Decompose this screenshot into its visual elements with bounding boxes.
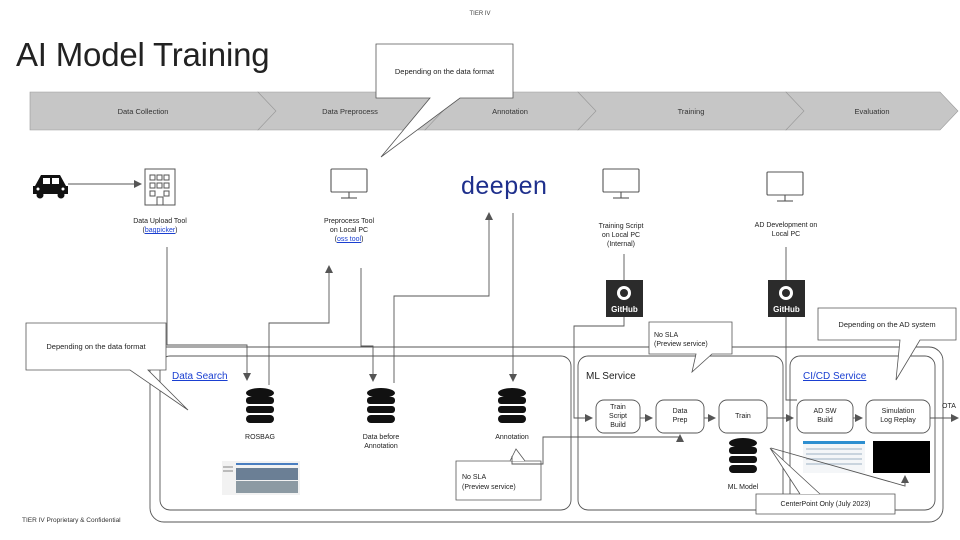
- deepen-logo: deepen: [461, 172, 548, 200]
- data-upload-tool-label: Data Upload Tool: [133, 218, 187, 225]
- callout-no-sla-ml-line2: (Preview service): [654, 341, 708, 348]
- ad-dev-label: AD Development on: [754, 222, 818, 229]
- stage-label-data-preprocess: Data Preprocess: [322, 107, 378, 116]
- training-script-internal: (Internal): [606, 241, 635, 248]
- data-search-container: [159, 355, 572, 511]
- callout-no-sla-ann-line2: (Preview service): [462, 484, 516, 491]
- callout-no-sla-ml-shape: [648, 321, 733, 374]
- callout-top-shape: [375, 43, 514, 158]
- box-train: [718, 399, 768, 434]
- callout-right-shape: [817, 307, 957, 381]
- stage-chevron-evaluation: [785, 91, 959, 131]
- github-icon-training: [606, 280, 643, 317]
- box-train-label: Train: [735, 413, 751, 420]
- before-annotation-label: Data before: [362, 434, 400, 441]
- monitor-icon-preprocess: [330, 168, 368, 199]
- ml-service-title: ML Service: [586, 371, 636, 382]
- github-icon-ad-dev: [768, 280, 805, 317]
- callout-left-text: Depending on the data format: [46, 342, 146, 351]
- cicd-service-link[interactable]: CI/CD Service: [803, 371, 867, 382]
- monitor-icon-ad-dev: [766, 171, 804, 202]
- callout-centerpoint-text: CenterPoint Only (July 2023): [780, 501, 871, 508]
- monitor-icon-training: [602, 168, 640, 199]
- callout-right-text: Depending on the AD system: [838, 320, 936, 329]
- ml-model-label: ML Model: [727, 484, 759, 491]
- data-search-link[interactable]: Data Search: [172, 371, 228, 382]
- box-ad-sw-line1: AD SW: [813, 408, 837, 415]
- callout-top-text: Depending on the data format: [394, 67, 495, 76]
- preprocess-tool-label: Preprocess Tool: [323, 218, 375, 225]
- github-label-ad-dev: GitHub: [773, 305, 800, 314]
- callout-centerpoint-shape: [755, 493, 896, 515]
- data-upload-tool-link-wrap: (bagpicker): [142, 227, 178, 234]
- box-simulation-line2: Log Replay: [880, 417, 916, 424]
- annotation-db-label: Annotation: [495, 434, 529, 441]
- rosbag-label: ROSBAG: [245, 434, 275, 441]
- ota-label: OTA: [942, 403, 956, 410]
- training-script-label: Training Script: [598, 223, 644, 230]
- oss-tool-link[interactable]: oss tool: [336, 236, 362, 243]
- database-icon-annotation: [498, 388, 526, 423]
- stage-label-evaluation: Evaluation: [854, 107, 890, 116]
- database-icon-before-annotation: [367, 388, 395, 423]
- stage-label-data-collection: Data Collection: [117, 107, 169, 116]
- box-ad-sw-build: [796, 399, 854, 434]
- box-simulation: [865, 399, 931, 434]
- github-label-training: GitHub: [611, 305, 638, 314]
- building-icon: [144, 168, 176, 206]
- before-annotation-sub: Annotation: [364, 443, 398, 450]
- bagpicker-link[interactable]: bagpicker: [144, 227, 176, 234]
- box-ad-sw-line2: Build: [817, 417, 833, 424]
- box-data-prep-line2: Prep: [672, 417, 688, 424]
- ml-service-container: [577, 355, 784, 511]
- database-icon-ml-model: [729, 438, 757, 473]
- car-icon: [33, 175, 68, 199]
- cicd-dashboard-thumbnail: [803, 441, 865, 473]
- preprocess-tool-link-wrap: (oss tool): [334, 236, 364, 243]
- page-title: AI Model Training: [16, 36, 270, 73]
- box-train-script-line1: Train: [610, 404, 626, 411]
- ad-dev-sub: Local PC: [771, 231, 801, 238]
- callout-left-shape: [25, 322, 189, 411]
- callout-no-sla-ml-line1: No SLA: [654, 332, 679, 339]
- stage-label-annotation: Annotation: [492, 107, 528, 116]
- callout-no-sla-ann-line1: No SLA: [462, 474, 487, 481]
- stage-label-training: Training: [677, 107, 705, 116]
- box-train-script-build: [595, 399, 641, 434]
- box-data-prep-line1: Data: [672, 408, 688, 415]
- stage-chevrons: [29, 91, 959, 131]
- box-train-script-line3: Build: [610, 422, 626, 429]
- preprocess-tool-sub: on Local PC: [329, 227, 369, 234]
- database-icon-rosbag: [246, 388, 274, 423]
- box-simulation-line1: Simulation: [881, 408, 915, 415]
- simulation-screen-thumbnail: [873, 441, 930, 473]
- box-data-prep: [655, 399, 705, 434]
- training-script-sub: on Local PC: [601, 232, 641, 239]
- data-search-thumbnail: [222, 461, 300, 495]
- box-train-script-line2: Script: [609, 413, 627, 420]
- outer-loop-border: [149, 346, 944, 523]
- header-tag: TIER IV: [469, 11, 491, 17]
- footer-confidential: TIER IV Proprietary & Confidential: [22, 517, 121, 524]
